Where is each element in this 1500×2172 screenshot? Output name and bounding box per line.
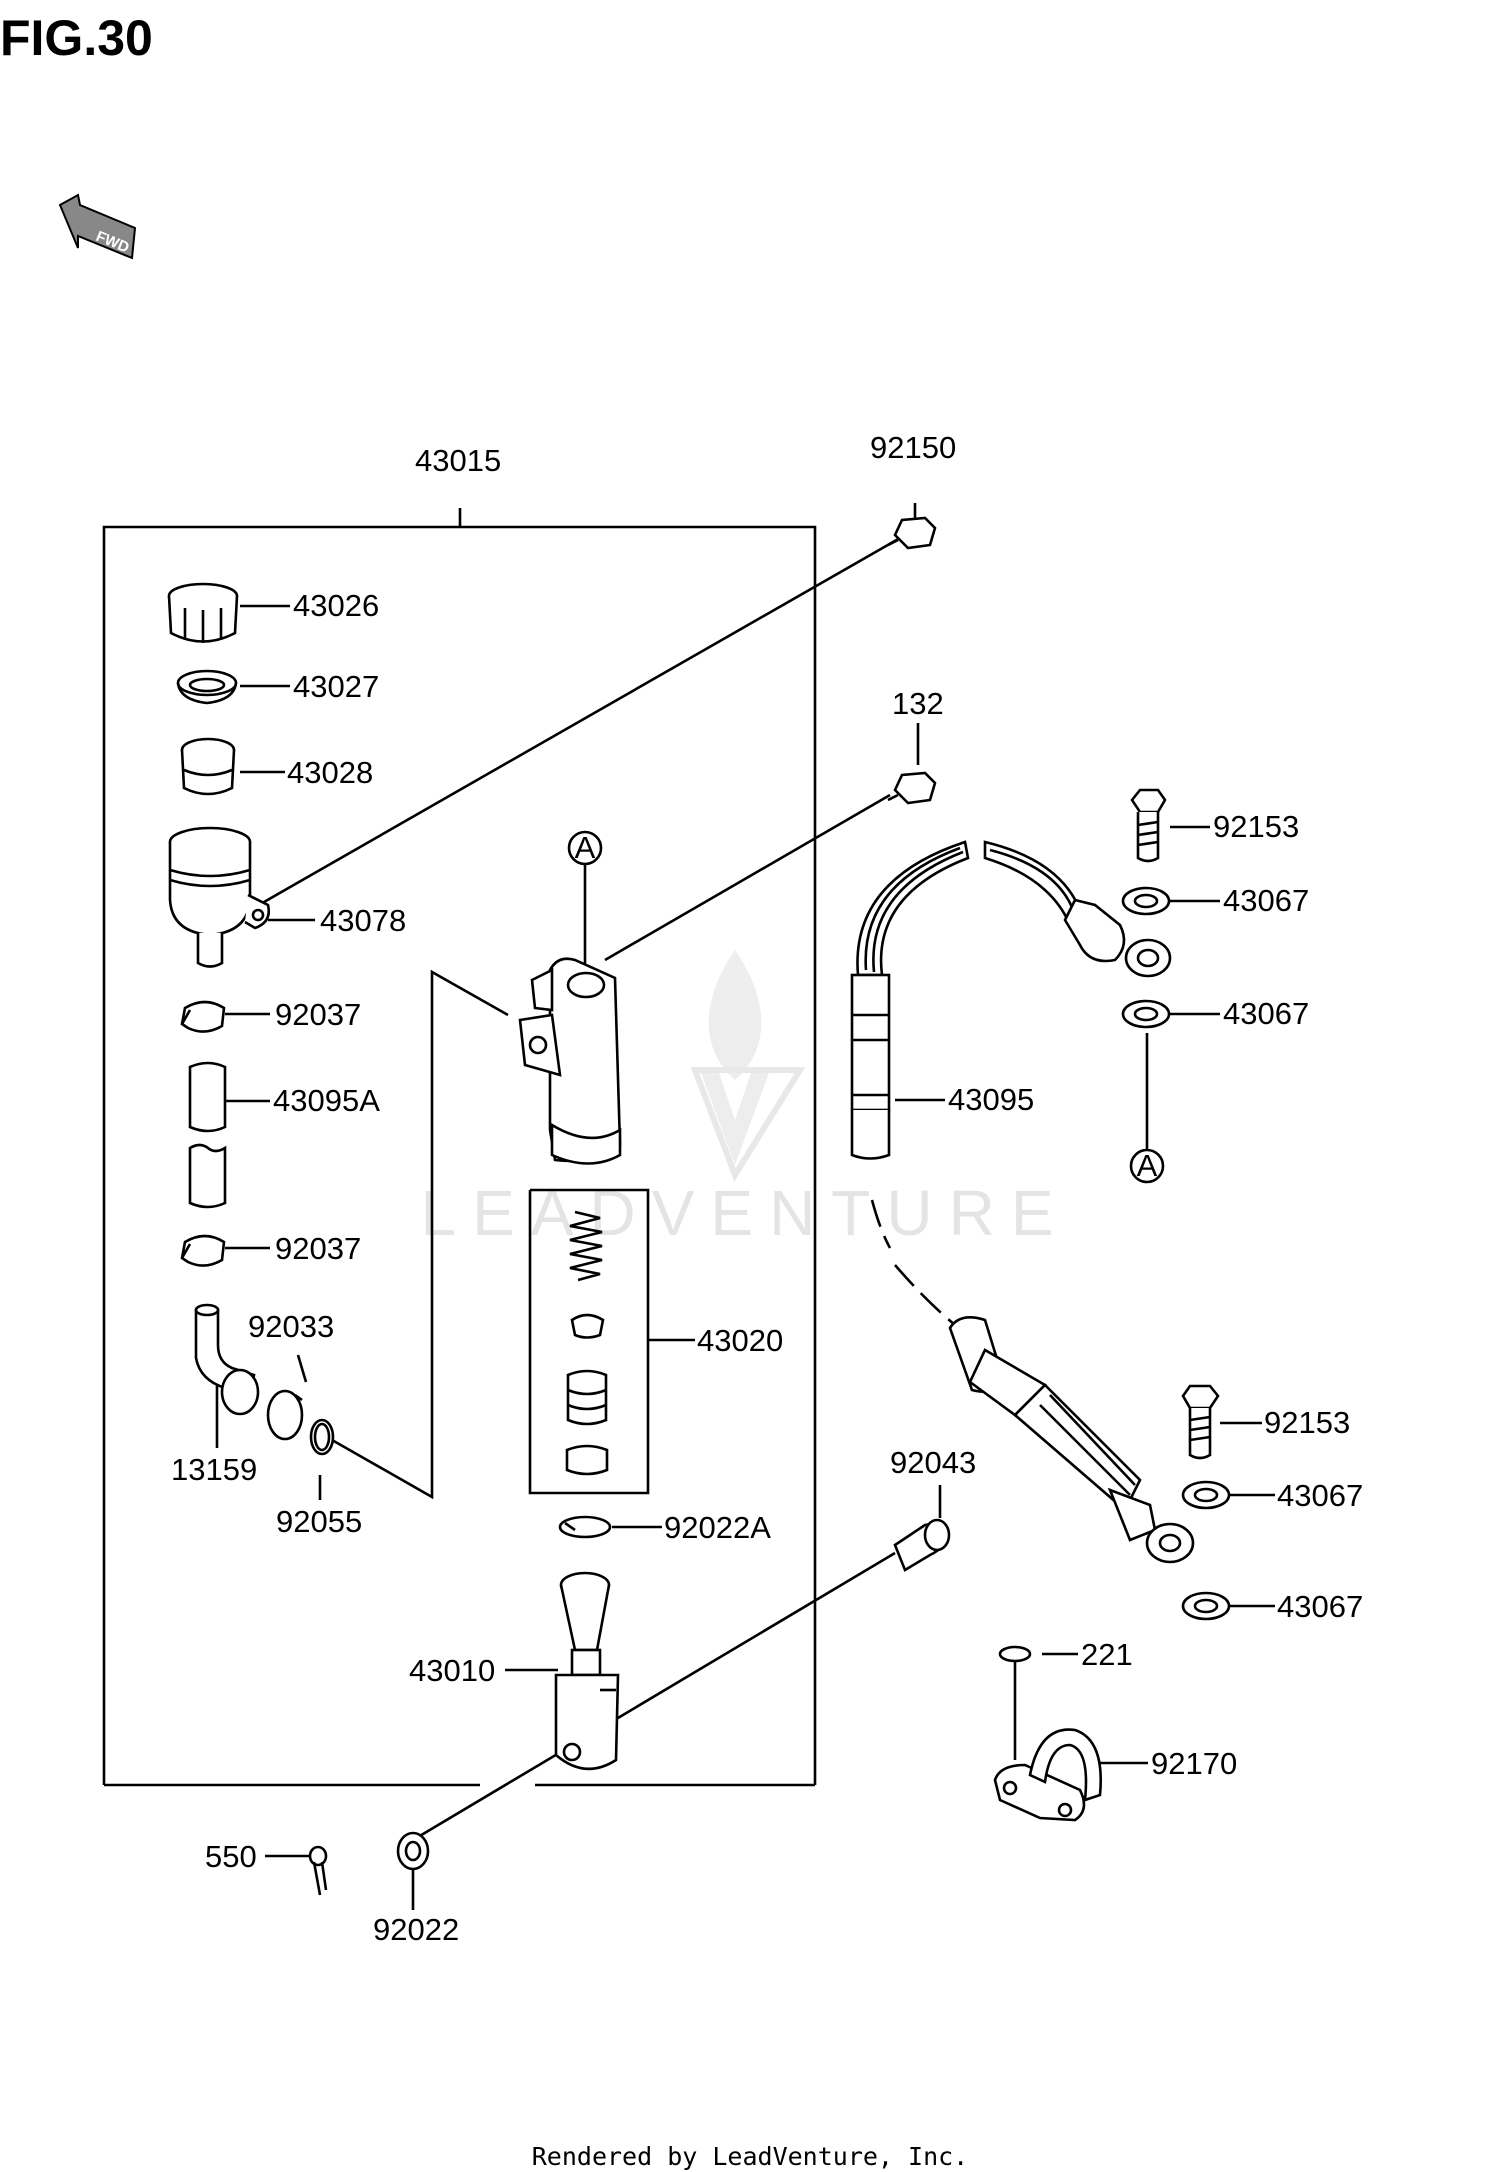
diaphragm — [180, 737, 236, 796]
label-92037-upper: 92037 — [275, 997, 361, 1032]
label-43067-lower-2: 43067 — [1277, 1589, 1363, 1624]
push-rod — [554, 1571, 620, 1771]
reservoir-cap — [167, 582, 239, 643]
part-labels: 43015 92150 43026 43027 43028 43078 132 … — [171, 430, 1363, 1947]
label-92150: 92150 — [870, 430, 956, 465]
label-92033: 92033 — [248, 1309, 334, 1344]
reservoir-hose — [188, 1061, 227, 1209]
bolt-132 — [887, 771, 937, 805]
washer-upper-2 — [1121, 999, 1171, 1029]
label-92043: 92043 — [890, 1445, 976, 1480]
clevis-pin — [893, 1518, 951, 1572]
label-13159: 13159 — [171, 1452, 257, 1487]
circlip — [266, 1389, 304, 1441]
svg-text:A: A — [1137, 1148, 1158, 1183]
brake-hose — [850, 840, 1195, 1564]
hose-clamp-92170 — [993, 1728, 1102, 1822]
label-92153-lower: 92153 — [1264, 1405, 1350, 1440]
banjo-bolt-upper — [1130, 788, 1167, 863]
figure-title: FIG.30 — [0, 10, 153, 66]
hose-clamp-upper — [180, 1000, 226, 1033]
screw-221 — [998, 1645, 1032, 1690]
forward-arrow-icon: FWD — [58, 193, 137, 260]
label-43010: 43010 — [409, 1653, 495, 1688]
watermark: LEADVENTURE — [421, 950, 1070, 1249]
reservoir — [168, 826, 270, 968]
hose-clamp-lower — [180, 1234, 226, 1267]
washer-lower-1 — [1181, 1480, 1231, 1510]
label-92055: 92055 — [276, 1504, 362, 1539]
leader-lines — [215, 503, 1275, 1910]
label-43026: 43026 — [293, 588, 379, 623]
label-43095: 43095 — [948, 1082, 1034, 1117]
cotter-pin — [308, 1845, 328, 1896]
label-43067-upper-1: 43067 — [1223, 883, 1309, 918]
label-43067-lower-1: 43067 — [1277, 1478, 1363, 1513]
reference-marker-a-lower: A — [1129, 1148, 1165, 1184]
watermark-text: LEADVENTURE — [421, 1177, 1070, 1249]
footer-credit: Rendered by LeadVenture, Inc. — [532, 2142, 969, 2171]
label-43015: 43015 — [415, 443, 501, 478]
master-cylinder-body — [518, 957, 622, 1165]
hose-fitting — [194, 1303, 260, 1416]
reference-marker-a-upper: A — [567, 830, 603, 866]
piston-kit — [565, 1210, 609, 1476]
svg-text:A: A — [575, 830, 596, 865]
washer-upper-1 — [1121, 886, 1171, 916]
banjo-bolt-lower — [1181, 1384, 1220, 1460]
label-221: 221 — [1081, 1637, 1133, 1672]
label-43067-upper-2: 43067 — [1223, 996, 1309, 1031]
washer-92022 — [396, 1831, 430, 1871]
assembly-bracket — [102, 508, 817, 1787]
bolt-92150 — [887, 516, 937, 550]
label-43078: 43078 — [320, 903, 406, 938]
snap-ring — [558, 1515, 612, 1539]
label-550: 550 — [205, 1839, 257, 1874]
label-43095A: 43095A — [273, 1083, 380, 1118]
label-43020: 43020 — [697, 1323, 783, 1358]
diaphragm-plate — [176, 669, 238, 705]
washer-lower-2 — [1181, 1591, 1231, 1621]
banjo-upper — [1063, 898, 1172, 978]
label-92037-lower: 92037 — [275, 1231, 361, 1266]
label-132: 132 — [892, 686, 944, 721]
label-92022A: 92022A — [664, 1510, 771, 1545]
label-43028: 43028 — [287, 755, 373, 790]
label-92022: 92022 — [373, 1912, 459, 1947]
o-ring — [309, 1418, 335, 1456]
label-92170: 92170 — [1151, 1746, 1237, 1781]
label-92153-upper: 92153 — [1213, 809, 1299, 844]
label-43027: 43027 — [293, 669, 379, 704]
